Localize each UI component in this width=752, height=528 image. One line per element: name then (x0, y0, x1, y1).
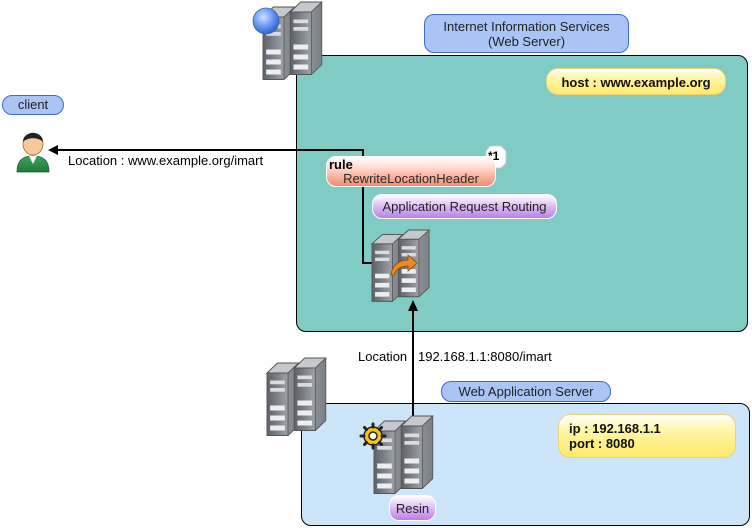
client-label-text: client (17, 97, 49, 112)
host-note: host : www.example.org (546, 68, 726, 95)
client-arrowhead (48, 145, 58, 155)
redirect-arrow-icon (390, 254, 418, 276)
gear-icon (359, 422, 387, 450)
rule-name: RewriteLocationHeader (343, 171, 479, 186)
host-note-text: host : www.example.org (561, 75, 711, 90)
arr-label: Application Request Routing (372, 194, 557, 219)
user-icon (16, 132, 50, 173)
was-title-text: Web Application Server (458, 384, 594, 399)
iis-title: Internet Information Services (Web Serve… (424, 14, 629, 53)
resin-label: Resin (389, 495, 436, 521)
port-note-text: port : 8080 (569, 436, 635, 451)
ip-note-text: ip : 192.168.1.1 (569, 421, 661, 436)
ip-port-note: ip : 192.168.1.1 port : 8080 (558, 414, 736, 458)
arr-label-text: Application Request Routing (382, 199, 547, 214)
location-rewrite-connector (55, 149, 373, 264)
rule-pill: rule RewriteLocationHeader (326, 156, 496, 187)
iis-title-line1: Internet Information Services (443, 19, 610, 34)
iis-title-line2: (Web Server) (487, 34, 566, 49)
iis-container (296, 55, 748, 332)
footnote-text: *1 (488, 149, 500, 163)
was-title: Web Application Server (441, 381, 611, 402)
resin-label-text: Resin (395, 501, 430, 516)
rule-heading: rule (329, 157, 353, 172)
was-location-label: Location : 192.168.1.1:8080/imart (358, 349, 552, 364)
was-side-server-icon (267, 358, 326, 436)
client-label: client (2, 95, 64, 115)
arr-arrowhead (408, 300, 418, 311)
globe-icon (252, 7, 280, 35)
client-location-label: Location : www.example.org/imart (68, 153, 264, 168)
